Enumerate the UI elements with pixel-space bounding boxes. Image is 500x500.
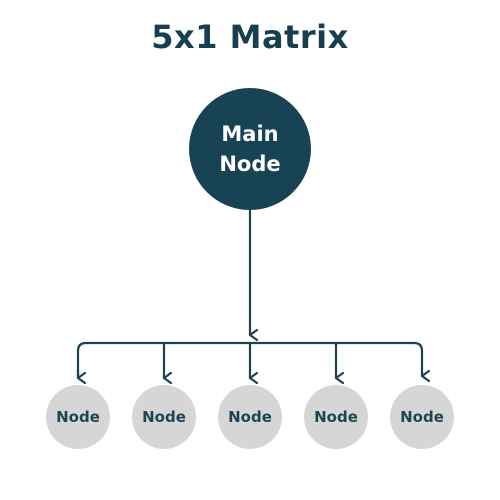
main-node: Main Node bbox=[189, 88, 311, 210]
child-node-label: Node bbox=[400, 408, 444, 426]
child-node-label: Node bbox=[314, 408, 358, 426]
diagram-title: 5x1 Matrix bbox=[151, 18, 349, 56]
child-node-label: Node bbox=[56, 408, 100, 426]
child-node-2: Node bbox=[132, 385, 196, 449]
child-node-4: Node bbox=[304, 385, 368, 449]
main-node-label: Main Node bbox=[219, 122, 281, 176]
child-node-3: Node bbox=[218, 385, 282, 449]
child-node-5: Node bbox=[390, 385, 454, 449]
child-node-label: Node bbox=[228, 408, 272, 426]
child-node-label: Node bbox=[142, 408, 186, 426]
child-node-1: Node bbox=[46, 385, 110, 449]
